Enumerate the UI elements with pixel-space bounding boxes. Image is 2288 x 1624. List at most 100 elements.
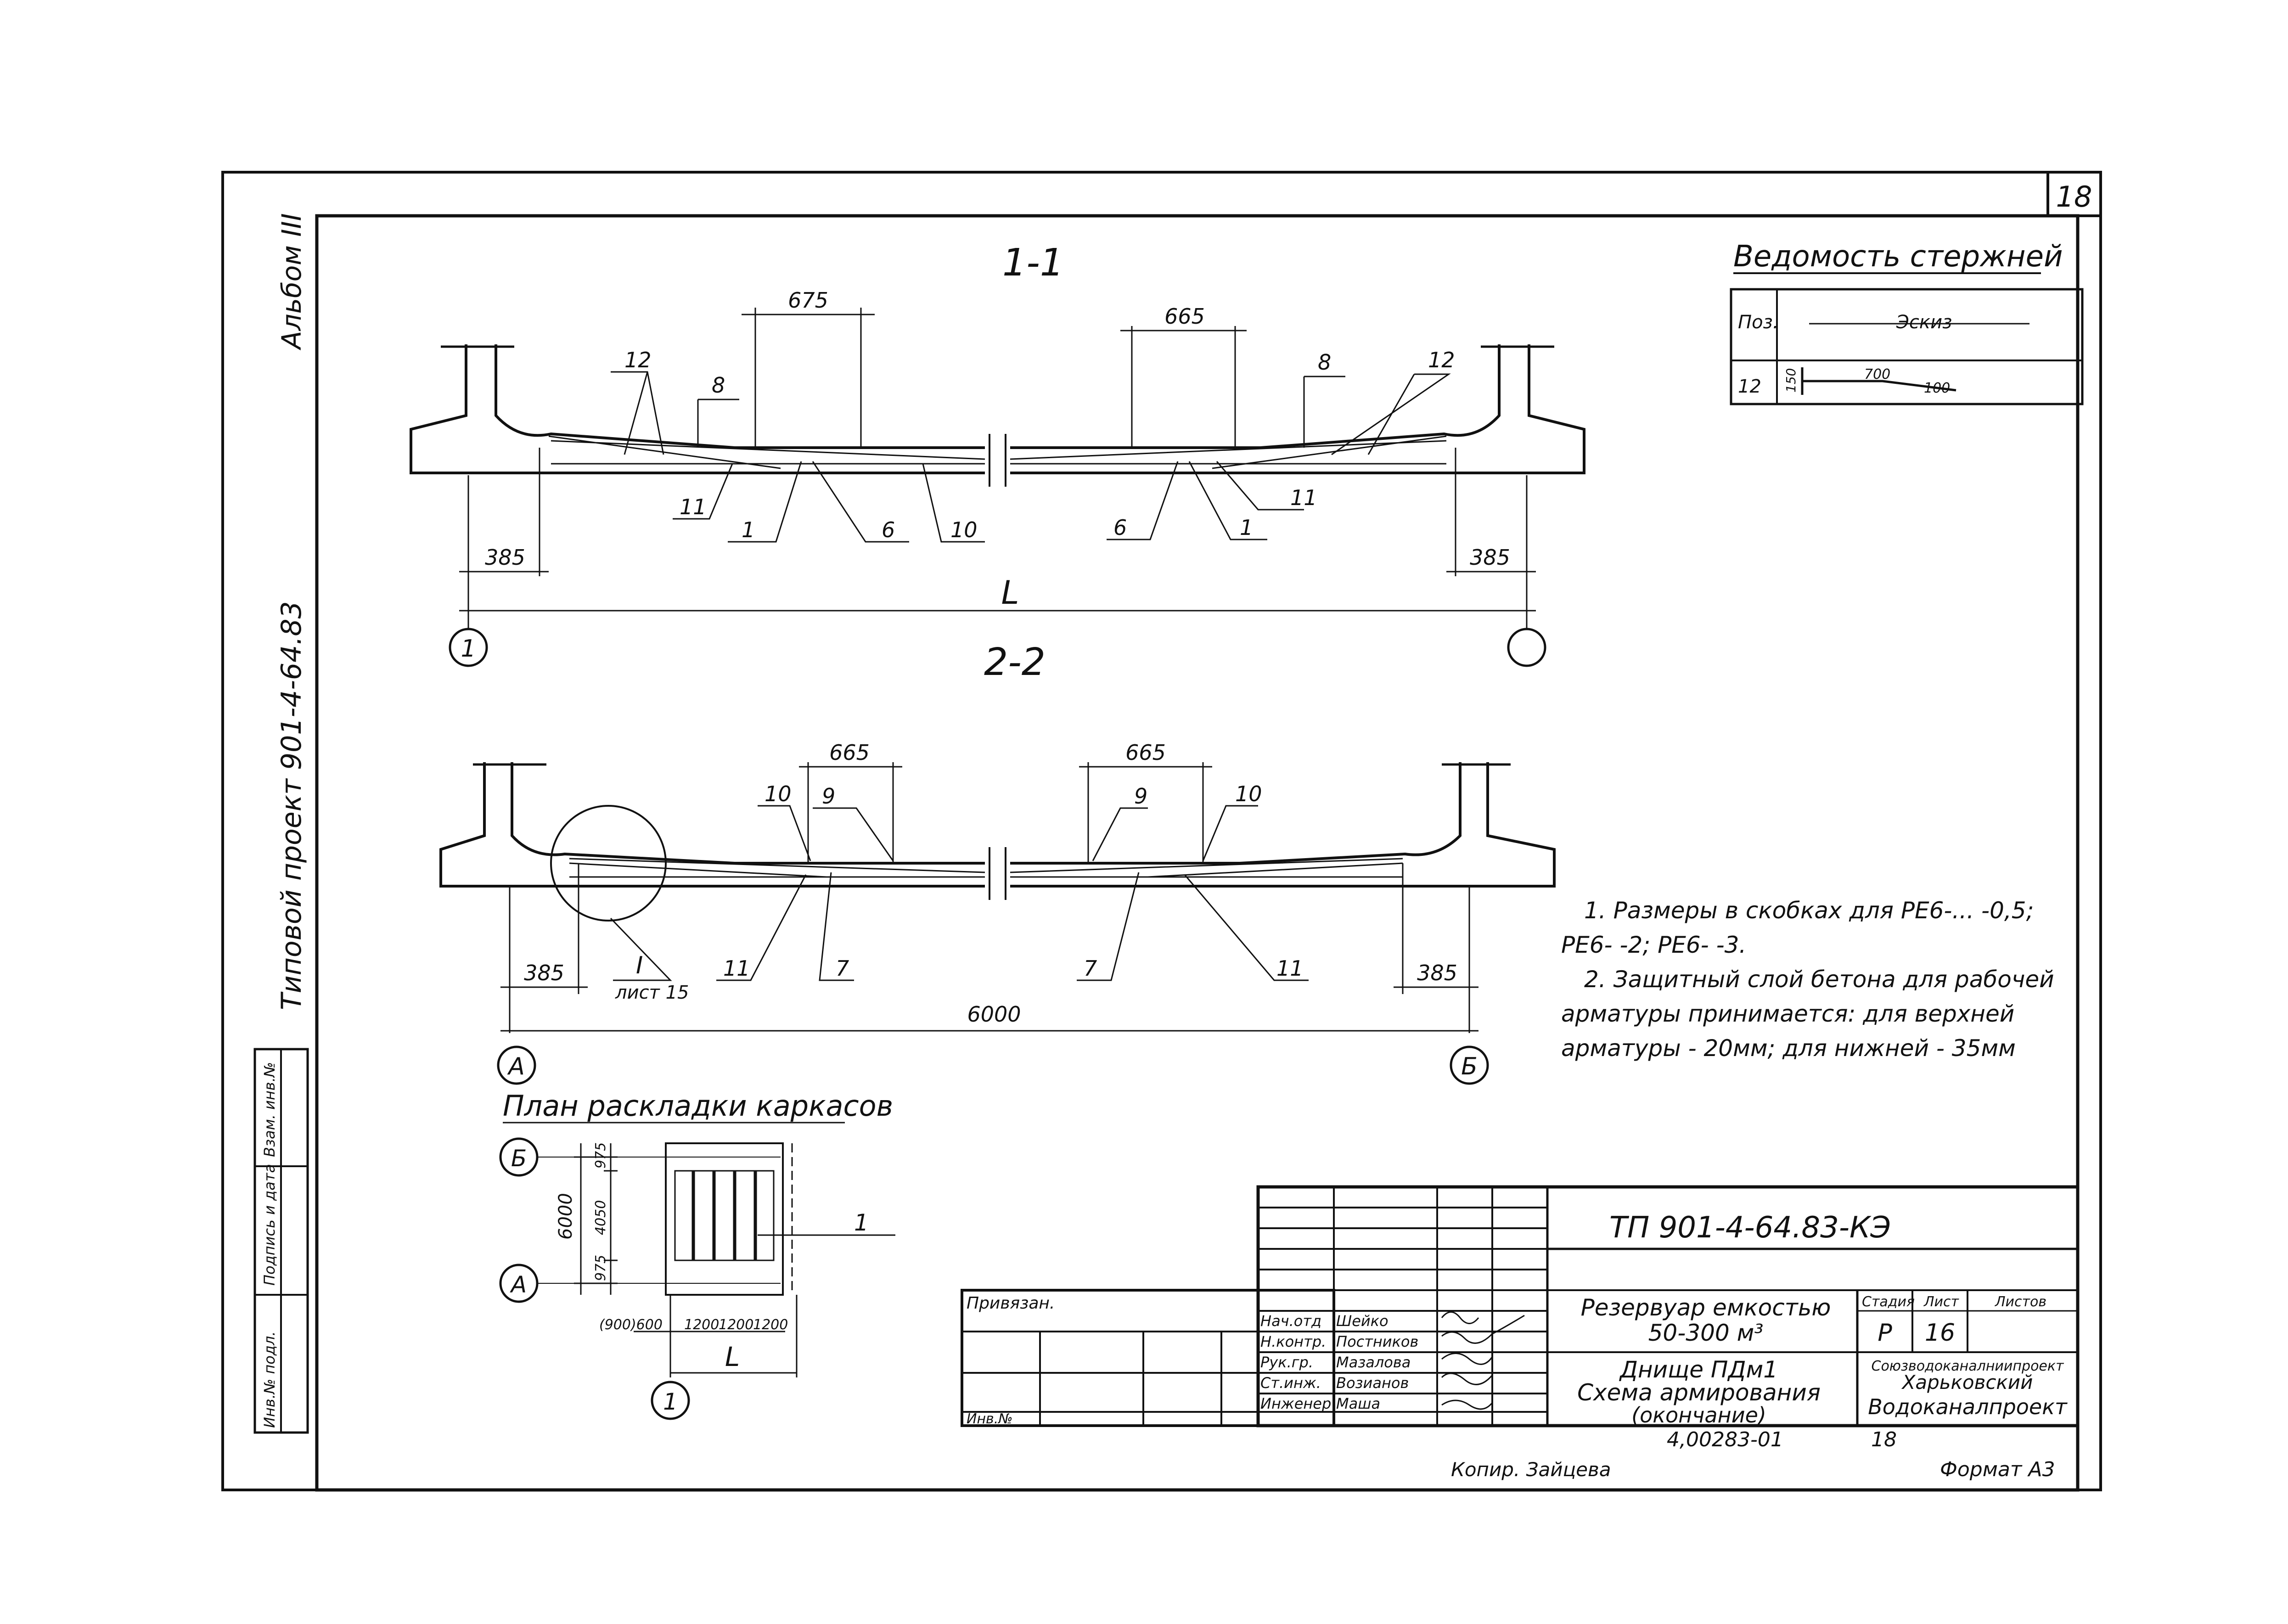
rebar-dim-a: 150 (1783, 368, 1799, 393)
plan-axis-1: 1 (663, 1388, 678, 1415)
plan-dim-6000: 6000 (555, 1193, 576, 1240)
callout-8-left: 8 (712, 373, 725, 398)
title-block: ТП 901-4-64.83-КЭ Привязан. Инв.№ Нач.от… (961, 1185, 2080, 1427)
detail-mark: I (636, 952, 643, 979)
left-approval-strip: Инв.№ подл. Подпись и дата Взам. инв.№ (253, 1048, 309, 1434)
axis-A-bubble (497, 1045, 536, 1085)
axis-B-bubble (1450, 1045, 1489, 1085)
dim-385-left: 385 (485, 545, 525, 570)
project-label: Типовой проект 901-4-64.83 (275, 601, 308, 1010)
rebar-table-title: Ведомость стержней (1733, 240, 2063, 274)
album-label: Альбом III (276, 213, 307, 351)
section-1-1: 1-1 675 665 12 8 11 1 6 10 6 (410, 241, 1585, 667)
plan-dim-975-top: 975 (593, 1142, 609, 1169)
plan-title: План раскладки каркасов (503, 1089, 893, 1123)
drawing-code: ТП 901-4-64.83-КЭ (1609, 1211, 1891, 1245)
callout-11-a: 11 (723, 956, 750, 981)
dim-385-right: 385 (1470, 545, 1510, 570)
inv-no-label: Инв.№ (967, 1411, 1012, 1427)
rebar-dim-b: 700 (1864, 366, 1890, 382)
role-0: Нач.отд (1260, 1312, 1321, 1330)
rebar-schedule: Ведомость стержней Поз. Эскиз 12 150 700… (1730, 240, 2084, 405)
section-2-2: 2-2 665 665 10 9 11 7 9 10 7 11 (439, 641, 1556, 1085)
callout-8-right: 8 (1318, 350, 1331, 375)
plan-axis-B: Б (511, 1145, 527, 1172)
privyazan-label: Привязан. (967, 1294, 1055, 1313)
section-1-1-title: 1-1 (1002, 241, 1064, 285)
name-2: Мазалова (1336, 1354, 1411, 1371)
axis-1-label: 1 (461, 635, 476, 663)
sheet-title-2: Схема армирования (1577, 1379, 1821, 1406)
sheet-number: 18 (2056, 180, 2092, 214)
callout-6-left: 6 (882, 517, 895, 542)
callout-10-b: 10 (1235, 781, 1262, 806)
name-1: Постников (1336, 1333, 1418, 1350)
axis-A-label: А (507, 1053, 525, 1080)
object-volume: 50-300 м³ (1648, 1320, 1764, 1346)
plan-axis-A: А (510, 1271, 527, 1298)
note-line-3: 2. Защитный слой бетона для рабочей (1584, 966, 2054, 993)
sheet-number-box: 18 (2046, 171, 2102, 217)
dim-665-b: 665 (829, 740, 870, 765)
plan-callout-1: 1 (854, 1209, 869, 1236)
role-2: Рук.гр. (1260, 1354, 1313, 1371)
name-4: Маша (1336, 1395, 1380, 1412)
role-4: Инженер (1260, 1395, 1331, 1412)
note-line-4: арматуры принимается: для верхней (1561, 1000, 2014, 1027)
callout-1-right: 1 (1240, 515, 1253, 540)
role-1: Н.контр. (1260, 1333, 1326, 1350)
axis-1-bubble (449, 628, 488, 667)
callout-12-left: 12 (624, 348, 652, 372)
sheet-value: 16 (1925, 1319, 1955, 1347)
dim-675: 675 (788, 288, 828, 313)
name-3: Возианов (1336, 1374, 1409, 1392)
dim-665-c: 665 (1125, 740, 1166, 765)
note-line-5: арматуры - 20мм; для нижней - 35мм (1561, 1035, 2016, 1062)
note-line-1: 1. Размеры в скобках для РЕ6-... -0,5; (1584, 897, 2034, 924)
callout-11-b: 11 (1276, 956, 1304, 981)
general-notes: 1. Размеры в скобках для РЕ6-... -0,5; Р… (1561, 897, 2054, 1062)
plan-dim-bottom-3: 1200 (753, 1317, 788, 1333)
org-2: Харьковский (1901, 1371, 2033, 1394)
detail-circle (550, 805, 667, 922)
outer-frame (221, 171, 2102, 1491)
archive-number: 4,00283-01 (1667, 1428, 1783, 1451)
sheets-label: Листов (1995, 1294, 2046, 1310)
plan-span-L: L (725, 1341, 740, 1372)
callout-11-left: 11 (680, 495, 707, 519)
rebar-header-sketch: Эскиз (1896, 312, 1952, 333)
sheet-title-1: Днище ПДм1 (1619, 1356, 1778, 1383)
callout-9-a: 9 (822, 784, 835, 809)
org-1: Союзводоканалниипроект (1872, 1358, 2065, 1374)
inner-frame (315, 214, 2080, 1492)
detail-ref: лист 15 (615, 982, 689, 1003)
strip-inv: Инв.№ подл. (261, 1331, 278, 1428)
callout-10-left: 10 (950, 517, 978, 542)
copied-by: Копир. Зайцева (1451, 1458, 1611, 1481)
stage-label: Стадия (1862, 1294, 1915, 1310)
callout-7-b: 7 (1084, 956, 1097, 981)
plan-dim-975-bottom: 975 (593, 1255, 609, 1281)
plan-layout: План раскладки каркасов Б А 1 6000 975 4… (499, 1089, 895, 1420)
sheet-label: Лист (1923, 1294, 1960, 1310)
axis-B-label: Б (1461, 1053, 1478, 1080)
span-L-1-1: L (1001, 574, 1019, 612)
role-3: Ст.инж. (1260, 1374, 1321, 1392)
plan-dim-bottom-1: 1200 (684, 1317, 719, 1333)
plan-dim-bottom-2: 1200 (719, 1317, 753, 1333)
object-title: Резервуар емкостью (1581, 1294, 1831, 1321)
dim-665-a: 665 (1164, 304, 1205, 329)
callout-6-right: 6 (1113, 515, 1127, 540)
dim-385-d: 385 (1417, 961, 1457, 985)
callout-10-a: 10 (765, 781, 792, 806)
archive-sheet: 18 (1871, 1428, 1897, 1451)
sheet-title-3: (окончание) (1631, 1403, 1766, 1427)
section-2-2-title: 2-2 (984, 641, 1046, 684)
axis-right-bubble (1507, 628, 1546, 667)
plan-dim-4050: 4050 (593, 1200, 609, 1235)
plan-dim-bottom-0: (900)600 (599, 1317, 663, 1333)
callout-1-left: 1 (742, 517, 755, 542)
dim-385-c: 385 (524, 961, 564, 985)
callout-9-b: 9 (1134, 784, 1147, 809)
